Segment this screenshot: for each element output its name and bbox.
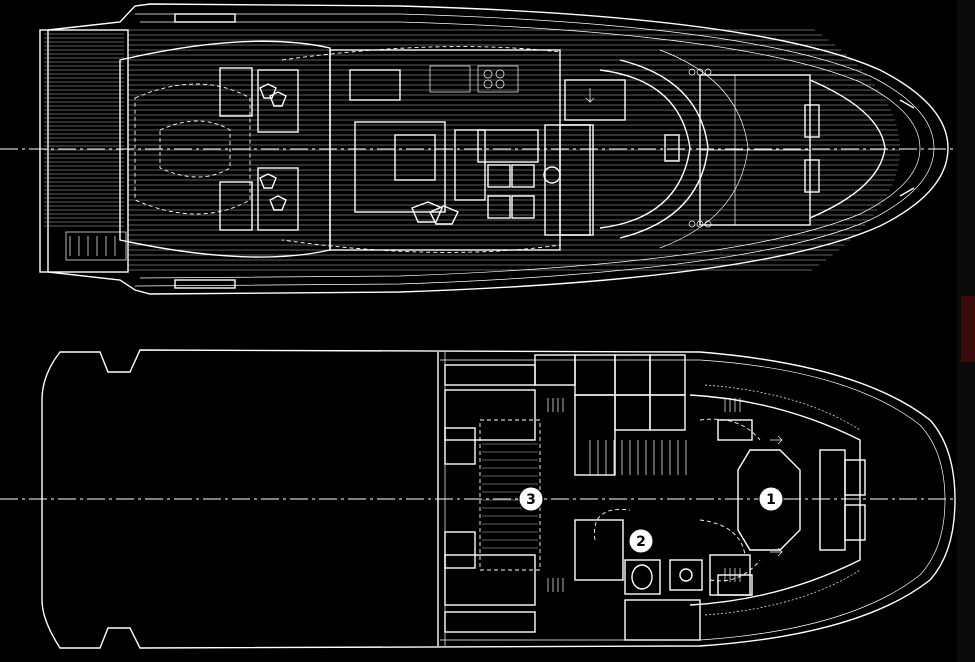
stern-vents [69, 236, 116, 256]
upper-deck-plan [0, 3, 955, 295]
page-edge-strip [957, 0, 975, 662]
cabin-badge-3: 3 [518, 486, 544, 512]
cabin-badge-2: 2 [628, 528, 654, 554]
cabin-number-2: 2 [636, 534, 646, 550]
lower-deck-plan: 3 2 1 [0, 349, 956, 649]
swim-platform-slats [44, 33, 124, 227]
wardrobe-hangers [547, 398, 741, 592]
stair-treads [589, 440, 687, 475]
cabin-number-1: 1 [766, 492, 776, 508]
cabin-badge-1: 1 [758, 486, 784, 512]
cabin-number-3: 3 [526, 492, 536, 508]
edge-tab [961, 296, 975, 362]
